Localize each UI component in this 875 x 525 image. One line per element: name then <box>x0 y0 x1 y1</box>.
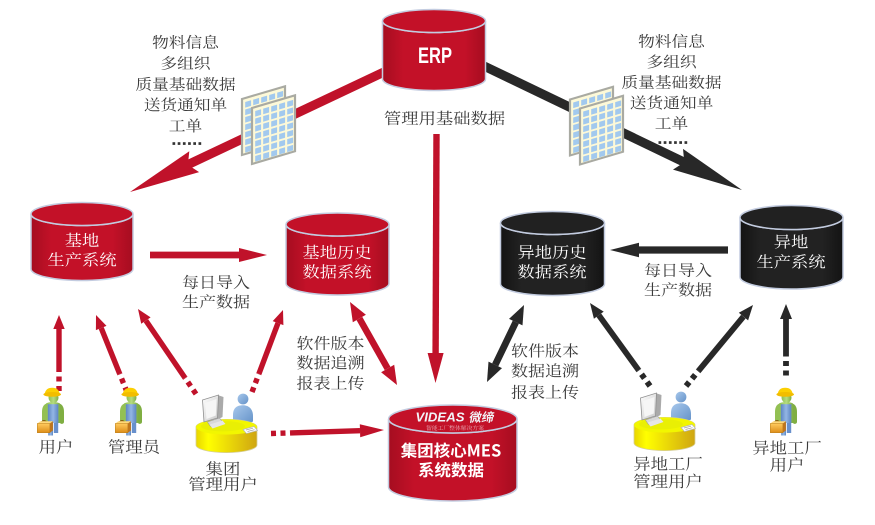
svg-text:VIDEAS: VIDEAS <box>416 410 465 425</box>
svg-text:ERP: ERP <box>418 43 452 68</box>
